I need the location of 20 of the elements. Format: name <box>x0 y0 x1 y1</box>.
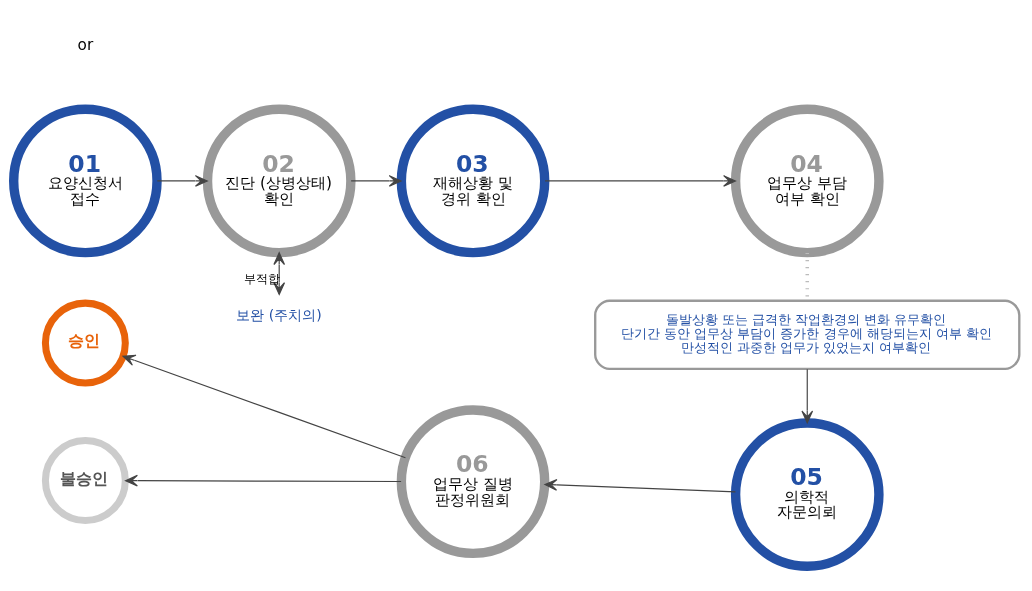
arrow <box>543 175 736 187</box>
node-circle: 불승인 <box>41 437 129 524</box>
node-circle: 04 업무상 부담 여부 확인 <box>730 104 884 258</box>
arrow <box>122 354 406 459</box>
node-circle: 승인 <box>41 299 129 387</box>
node-circle: 06 업무상 질병 판정위원회 <box>396 405 549 559</box>
node-circle: 03 재해상황 및 경위 확인 <box>396 104 549 258</box>
edge-label: 부적합 <box>243 271 280 286</box>
arrow <box>124 474 402 487</box>
label: or <box>77 35 93 54</box>
node-circle: 05 의학적 자문의뢰 <box>730 418 884 571</box>
arrow <box>543 479 736 493</box>
node-text: 보완 (주치의) <box>235 306 322 323</box>
arrow <box>272 252 285 295</box>
node-circle: 02 진단 (상병상태) 확인 <box>202 104 356 258</box>
node-circle: 01 요양신청서 접수 <box>8 104 162 258</box>
arrow <box>350 175 402 187</box>
arrow <box>156 175 208 187</box>
arrow <box>800 368 813 424</box>
node-box: 돌발상황 또는 급격한 작업환경의 변화 유무확인 단기간 동안 업무상 부담이 증가한 경우에 해당되는지 여부 확인 만성적인 과중한 업무가 있었는지 여부확인 <box>593 299 1020 371</box>
